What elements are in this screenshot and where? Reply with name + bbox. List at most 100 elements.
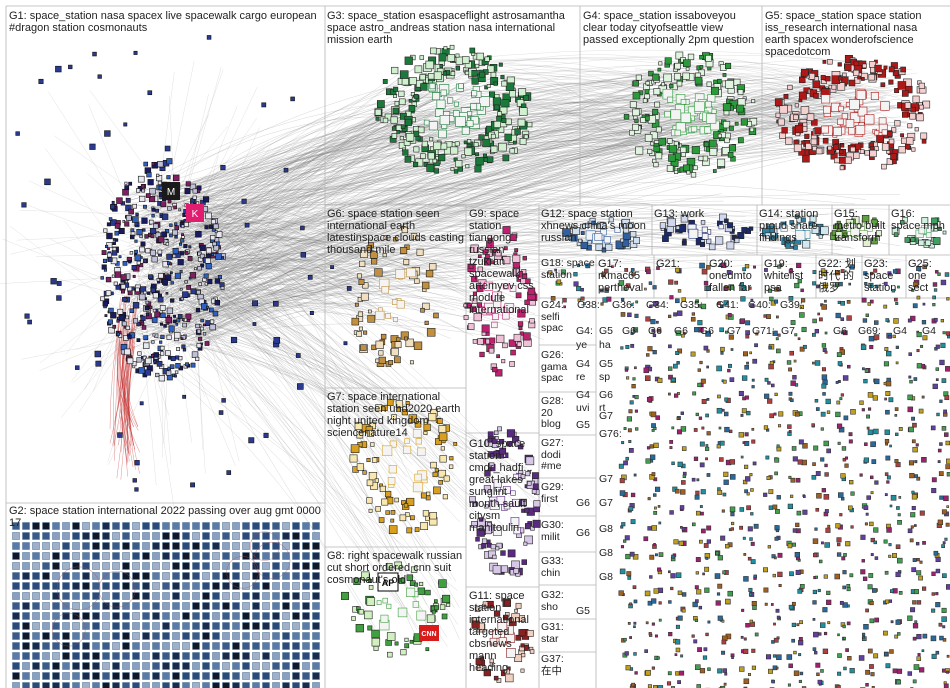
small-group-node — [787, 424, 792, 429]
edge — [182, 81, 711, 306]
edge — [157, 73, 401, 322]
g3-node — [518, 88, 527, 97]
g6-node — [396, 300, 405, 309]
g1-node — [126, 357, 134, 365]
small-group-node — [883, 281, 888, 286]
small-group-node — [824, 299, 827, 303]
g2-node — [152, 612, 160, 620]
g1-node — [168, 325, 175, 332]
g2-node — [62, 562, 70, 570]
g2-node — [42, 612, 50, 620]
g7-node — [381, 498, 389, 506]
g1-node — [180, 337, 184, 341]
small-group-node — [634, 366, 637, 370]
edge — [167, 240, 312, 280]
small-group-node — [912, 623, 919, 629]
small-group-node — [694, 618, 699, 622]
edge — [169, 245, 450, 588]
edge — [634, 68, 914, 142]
edge — [682, 67, 861, 104]
g4-node — [705, 55, 712, 62]
small-group-node — [745, 320, 751, 326]
g3-node — [428, 121, 438, 131]
edge — [170, 81, 839, 343]
small-group-node — [668, 344, 672, 349]
small-group-node — [865, 512, 869, 516]
small-group-node — [633, 328, 637, 332]
g2-node — [122, 632, 130, 640]
small-group-node — [941, 544, 945, 549]
g2-node — [22, 552, 30, 560]
g2-node — [92, 532, 100, 540]
g3-node — [398, 98, 406, 106]
small-group-node — [800, 288, 804, 293]
g4-node — [749, 127, 755, 132]
g4-node — [686, 170, 691, 175]
g13-node — [700, 220, 706, 225]
g2-node — [242, 672, 250, 680]
g5-node — [891, 127, 897, 133]
g10-node — [500, 550, 506, 556]
small-group-node — [797, 337, 801, 341]
small-group-node — [717, 489, 723, 495]
g3-node — [497, 111, 502, 117]
g1-node — [139, 263, 144, 268]
g4-node — [652, 108, 659, 115]
g2-node — [52, 662, 60, 670]
g6-node — [385, 313, 391, 319]
g13-node — [682, 238, 687, 243]
g3-node — [479, 96, 490, 107]
g2-node — [172, 582, 180, 590]
g9-node — [482, 249, 488, 255]
g10-node — [527, 481, 532, 486]
g16-node — [893, 232, 899, 237]
g1-node — [157, 296, 164, 303]
g1-node — [185, 181, 191, 187]
g2-node — [292, 572, 300, 580]
g2-node — [262, 622, 270, 630]
g2-node — [72, 572, 80, 580]
g1-node — [143, 204, 147, 209]
g5-node — [804, 133, 810, 139]
g2-node — [162, 622, 170, 630]
small-group-node — [749, 473, 753, 477]
small-group-node — [719, 327, 724, 333]
g2-ring — [56, 566, 101, 611]
g6-node — [414, 278, 420, 284]
small-group-node — [753, 523, 759, 529]
small-group-node — [719, 440, 725, 446]
small-group-node — [751, 427, 755, 431]
g1-node — [170, 356, 176, 362]
g3-node — [501, 118, 507, 124]
g1-node — [120, 284, 126, 290]
edge — [173, 285, 488, 319]
edge — [168, 201, 377, 281]
g9-node — [509, 234, 517, 242]
g2-node — [262, 562, 270, 570]
small-group-node — [907, 318, 912, 323]
g5-node — [864, 150, 870, 156]
g5-node — [881, 163, 887, 170]
g1-node — [143, 161, 149, 167]
small-group-node — [871, 459, 877, 464]
g5-node — [878, 117, 887, 126]
g2-node — [12, 612, 20, 620]
g2-node — [212, 652, 220, 660]
g7-node — [366, 497, 373, 504]
edge — [48, 91, 184, 305]
small-group-node — [675, 351, 680, 356]
small-group-node — [719, 457, 724, 462]
edge — [182, 109, 679, 339]
small-group-node — [842, 624, 846, 629]
g1-node — [207, 279, 213, 285]
small-group-node — [747, 672, 751, 676]
g5-node — [812, 80, 821, 89]
small-group-node — [825, 527, 831, 533]
g1-node — [143, 290, 147, 295]
edge — [207, 112, 643, 283]
g1-node — [151, 207, 156, 212]
edge — [206, 95, 822, 325]
g2-node — [252, 612, 260, 620]
g2-node — [262, 602, 270, 610]
g1-node — [108, 257, 113, 262]
